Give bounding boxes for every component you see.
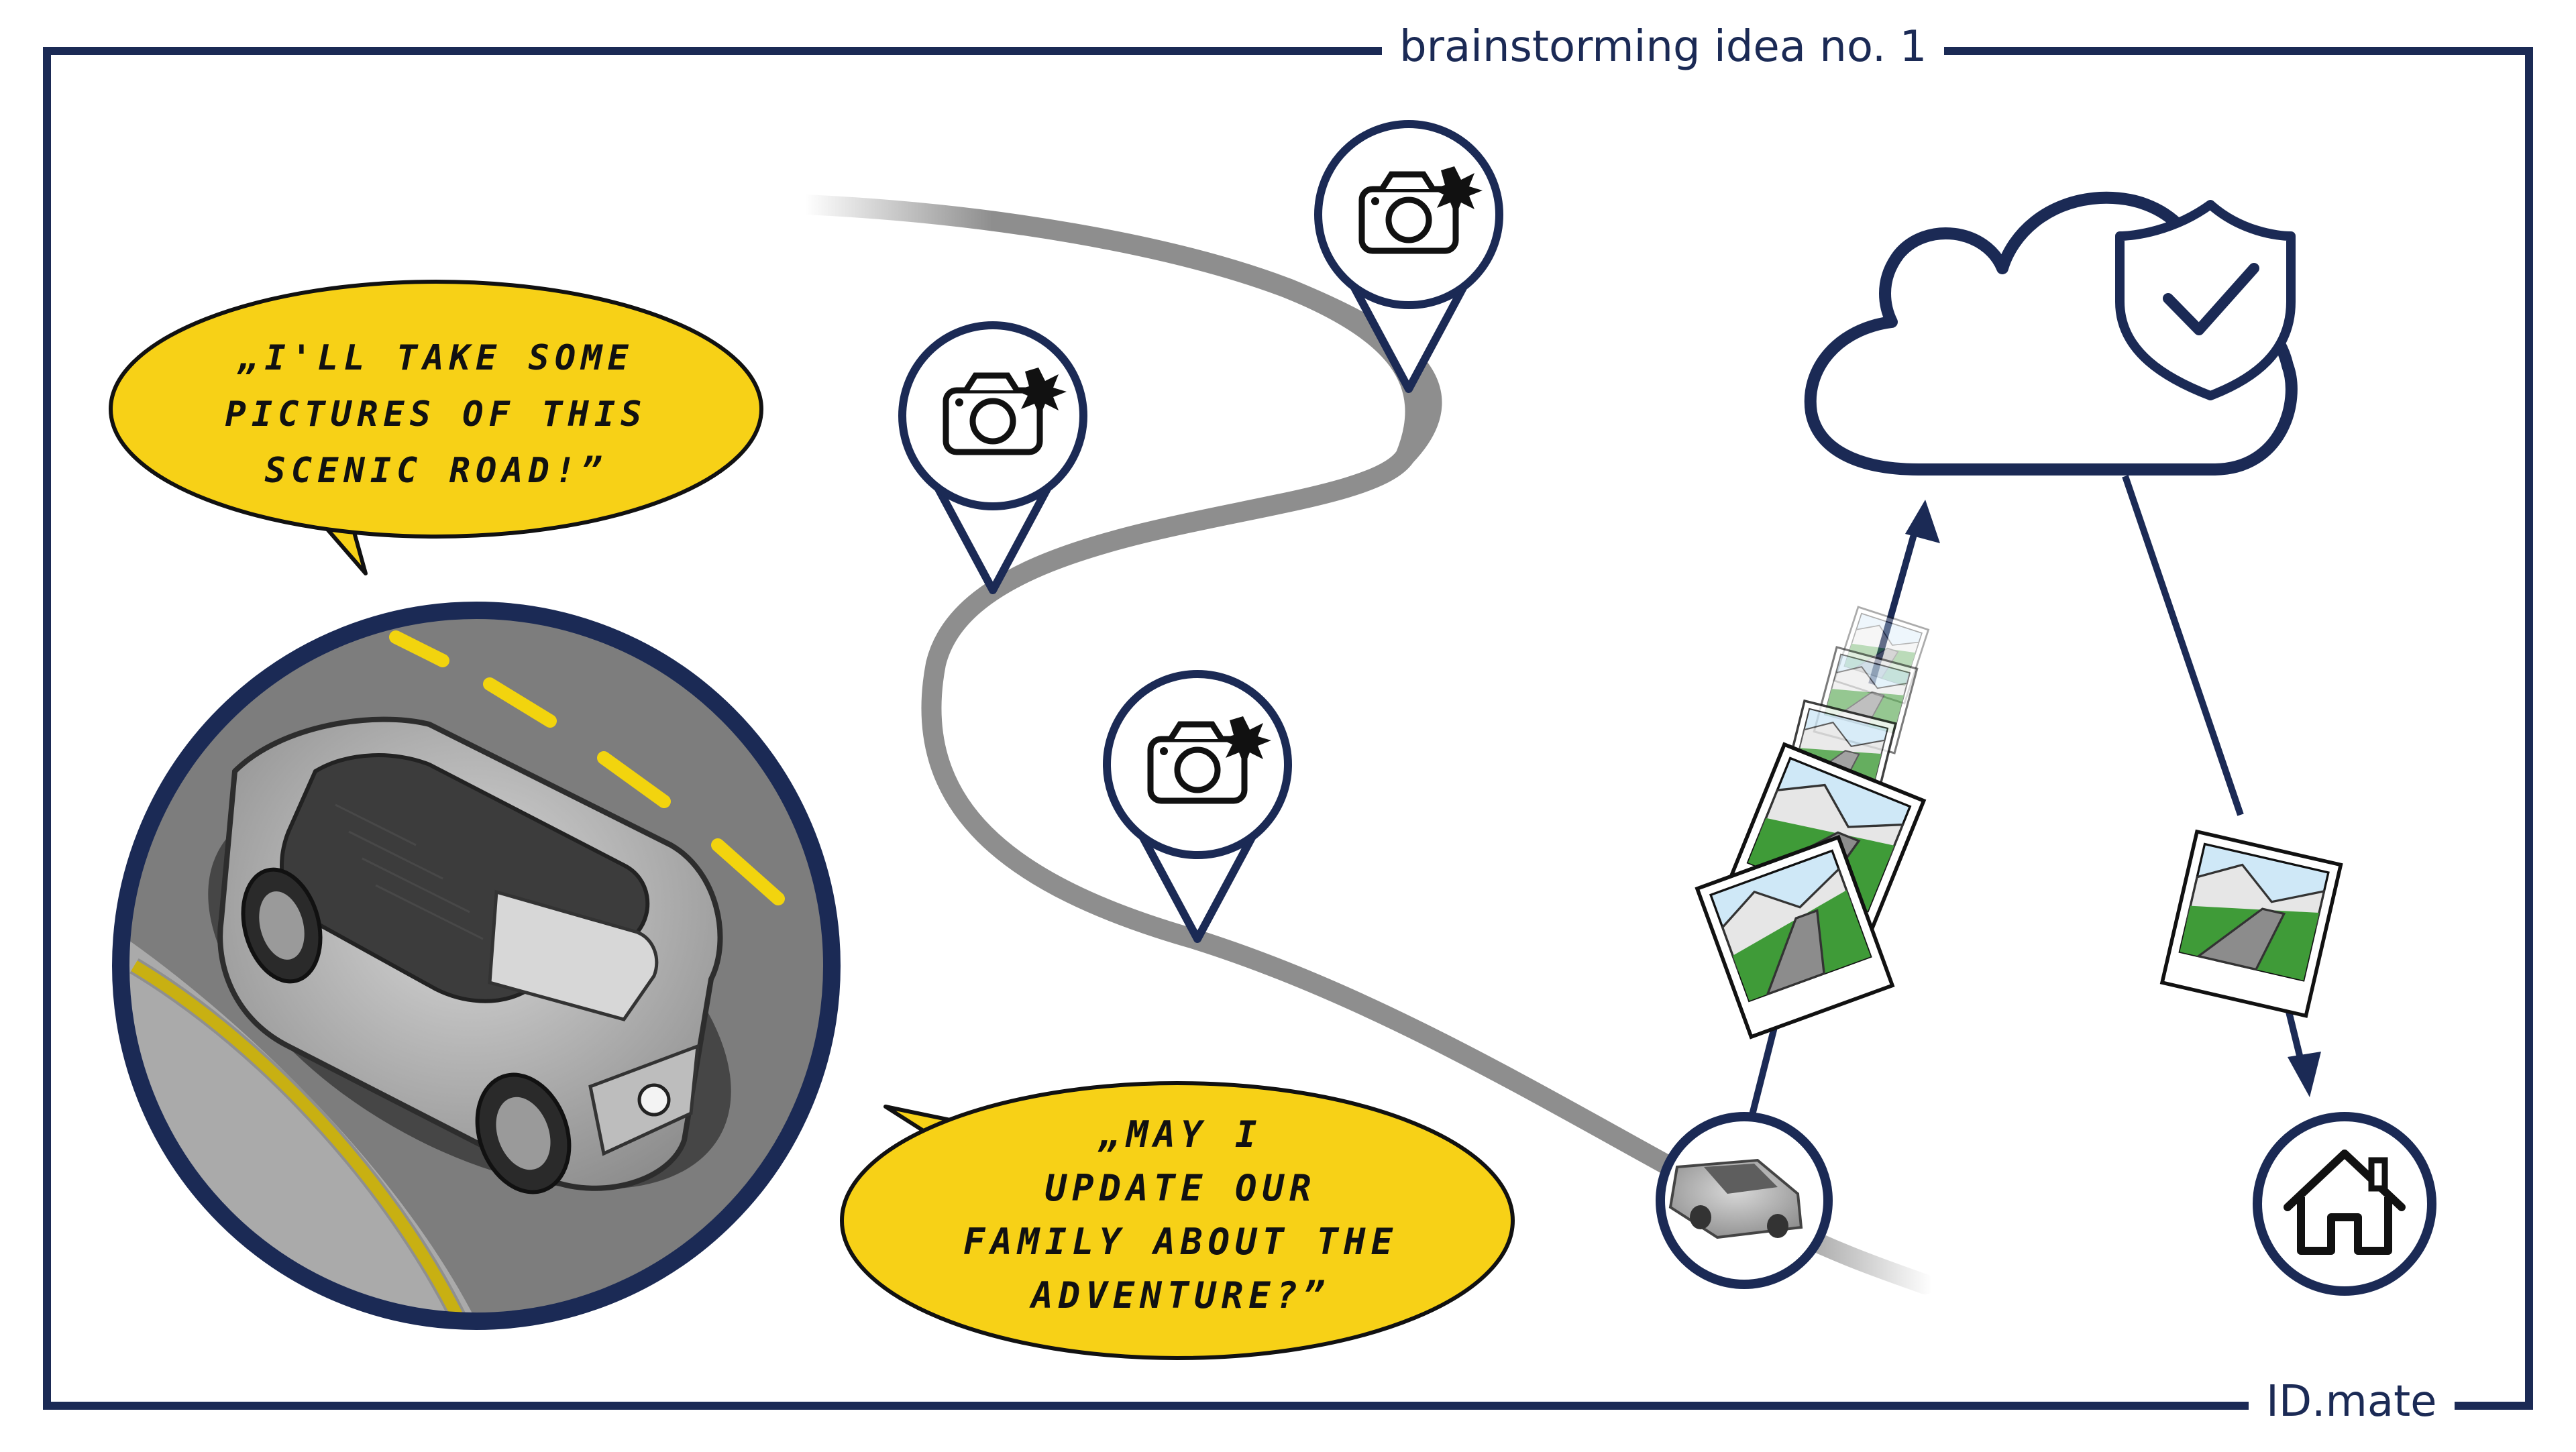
bubble-line: family about the	[963, 1221, 1399, 1263]
outer-frame	[43, 47, 2533, 1410]
bubble-line: „May I	[1099, 1113, 1263, 1156]
speech-bubble-bottom-text: „May I update our family about the adven…	[872, 1108, 1489, 1323]
bubble-line: scenic road!”	[264, 451, 608, 491]
bubble-line: update our	[1044, 1167, 1317, 1209]
bubble-line: „I'll take some	[238, 338, 634, 378]
car-illustration	[112, 602, 841, 1330]
photo-icon	[2162, 832, 2341, 1016]
camera-pin-icon	[1103, 670, 1292, 943]
frame-title: brainstorming idea no. 1	[1382, 20, 1945, 74]
brand-label: ID.mate	[2249, 1375, 2455, 1429]
bubble-line: adventure?”	[1031, 1274, 1330, 1317]
camera-pin-icon	[1314, 120, 1503, 393]
camera-pin-icon	[898, 321, 1087, 594]
shield-check-icon	[2115, 200, 2296, 400]
speech-bubble-top-text: „I'll take some pictures of this scenic …	[127, 330, 745, 499]
bubble-line: pictures of this	[225, 394, 647, 435]
car-thumbnail-icon	[1656, 1112, 1833, 1289]
speech-bubble-top	[109, 280, 763, 575]
home-icon	[2253, 1112, 2436, 1296]
speech-bubble-bottom	[840, 1081, 1515, 1360]
